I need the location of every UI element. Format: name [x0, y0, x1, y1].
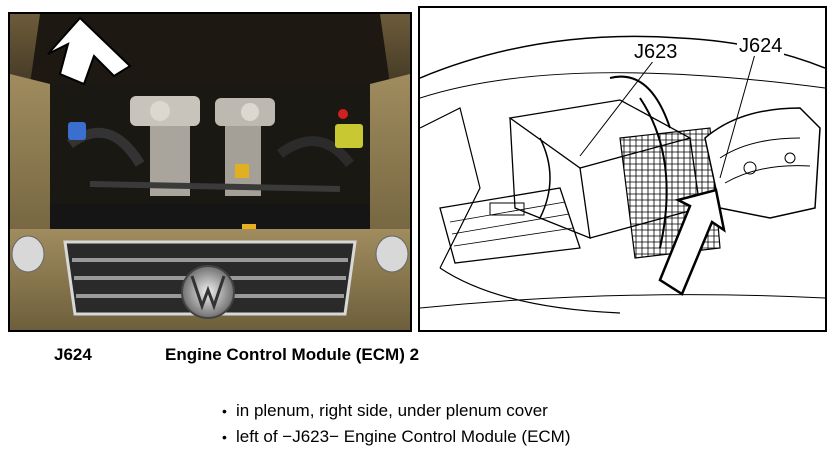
- component-location-drawing: J623 J624: [418, 6, 827, 332]
- bullet-icon: •: [222, 403, 227, 419]
- location-item: • in plenum, right side, under plenum cov…: [222, 398, 571, 424]
- location-item: • left of −J623− Engine Control Module (E…: [222, 424, 571, 450]
- location-text: in plenum, right side, under plenum cove…: [236, 401, 548, 420]
- location-text: left of −J623− Engine Control Module (EC…: [236, 427, 571, 446]
- line-drawing-art: [420, 35, 825, 314]
- component-caption: J624 Engine Control Module (ECM) 2: [0, 345, 830, 367]
- component-name: Engine Control Module (ECM) 2: [165, 345, 420, 364]
- component-code: J624: [54, 345, 92, 364]
- callout-j623: J623: [632, 41, 680, 63]
- engine-bay-photo: [8, 12, 412, 332]
- bullet-icon: •: [222, 429, 227, 445]
- engine-bay-photo-art: [10, 14, 410, 330]
- callout-j624: J624: [737, 35, 785, 57]
- location-list: • in plenum, right side, under plenum cov…: [222, 398, 571, 450]
